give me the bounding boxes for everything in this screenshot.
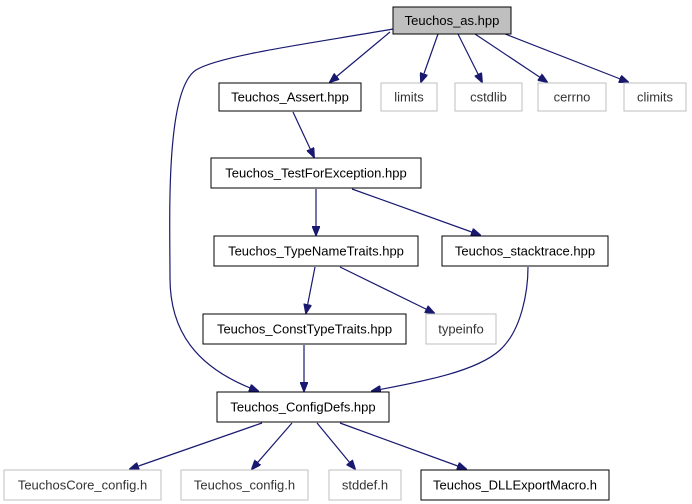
edge-assert-to-testfor bbox=[292, 111, 314, 157]
edge-configdefs-to-config bbox=[252, 422, 293, 469]
node-stddef[interactable]: stddef.h bbox=[328, 469, 402, 501]
edge-as-to-cstdlib bbox=[457, 33, 482, 82]
node-label: limits bbox=[394, 90, 424, 105]
edge-configdefs-to-coreconfig bbox=[130, 422, 263, 469]
node-label: Teuchos_DLLExportMacro.h bbox=[433, 478, 597, 493]
node-climits[interactable]: climits bbox=[623, 82, 687, 112]
edge-testfor-to-stacktrace bbox=[351, 188, 480, 235]
node-cstdlib[interactable]: cstdlib bbox=[454, 82, 523, 112]
node-label: Teuchos_config.h bbox=[194, 478, 295, 493]
edge-as-to-limits bbox=[421, 33, 439, 82]
node-box[interactable] bbox=[441, 235, 609, 267]
node-label: cerrno bbox=[554, 90, 591, 105]
node-label: Teuchos_as.hpp bbox=[405, 13, 500, 28]
node-label: Teuchos_TypeNameTraits.hpp bbox=[228, 244, 404, 259]
node-cerrno[interactable]: cerrno bbox=[537, 82, 607, 112]
edge-as-to-assert bbox=[330, 31, 391, 82]
edge-configdefs-to-dllexport bbox=[339, 422, 466, 469]
edge-configdefs-to-stddef bbox=[316, 422, 355, 469]
node-box[interactable] bbox=[380, 82, 438, 112]
node-label: cstdlib bbox=[470, 90, 507, 105]
node-box[interactable] bbox=[537, 82, 607, 112]
node-box[interactable] bbox=[216, 391, 390, 423]
node-label: stddef.h bbox=[342, 478, 388, 493]
node-box[interactable] bbox=[425, 313, 497, 345]
node-limits[interactable]: limits bbox=[380, 82, 438, 112]
node-box[interactable] bbox=[454, 82, 523, 112]
node-testfor[interactable]: Teuchos_TestForException.hpp bbox=[210, 157, 422, 189]
node-typename[interactable]: Teuchos_TypeNameTraits.hpp bbox=[213, 235, 419, 267]
node-box[interactable] bbox=[180, 469, 309, 501]
edge-stacktrace-to-configdefs bbox=[372, 266, 529, 391]
node-assert[interactable]: Teuchos_Assert.hpp bbox=[218, 82, 362, 112]
node-configdefs[interactable]: Teuchos_ConfigDefs.hpp bbox=[216, 391, 390, 423]
node-box[interactable] bbox=[213, 235, 419, 267]
node-box[interactable] bbox=[623, 82, 687, 112]
node-label: climits bbox=[637, 90, 674, 105]
node-label: Teuchos_stacktrace.hpp bbox=[455, 244, 595, 259]
edge-as-to-configdefs bbox=[169, 28, 394, 391]
node-label: Teuchos_Assert.hpp bbox=[231, 90, 349, 105]
edge-typename-to-typeinfo bbox=[339, 266, 434, 313]
node-box[interactable] bbox=[3, 469, 162, 501]
node-box[interactable] bbox=[392, 6, 512, 35]
node-label: Teuchos_TestForException.hpp bbox=[225, 166, 406, 181]
node-box[interactable] bbox=[218, 82, 362, 112]
node-box[interactable] bbox=[210, 157, 422, 189]
node-label: Teuchos_ConfigDefs.hpp bbox=[230, 400, 375, 415]
node-config[interactable]: Teuchos_config.h bbox=[180, 469, 309, 501]
node-label: typeinfo bbox=[438, 322, 484, 337]
node-dllexport[interactable]: Teuchos_DLLExportMacro.h bbox=[420, 469, 610, 501]
edges-layer bbox=[130, 28, 628, 469]
edge-typename-to-consttype bbox=[306, 266, 316, 313]
node-label: Teuchos_ConstTypeTraits.hpp bbox=[217, 322, 392, 337]
edge-as-to-cerrno bbox=[474, 33, 547, 82]
node-as[interactable]: Teuchos_as.hpp bbox=[392, 6, 512, 35]
node-box[interactable] bbox=[202, 313, 407, 345]
node-label: TeuchosCore_config.h bbox=[18, 478, 147, 493]
node-box[interactable] bbox=[328, 469, 402, 501]
node-typeinfo[interactable]: typeinfo bbox=[425, 313, 497, 345]
node-coreconfig[interactable]: TeuchosCore_config.h bbox=[3, 469, 162, 501]
node-consttype[interactable]: Teuchos_ConstTypeTraits.hpp bbox=[202, 313, 407, 345]
node-box[interactable] bbox=[420, 469, 610, 501]
node-stacktrace[interactable]: Teuchos_stacktrace.hpp bbox=[441, 235, 609, 267]
edge-as-to-climits bbox=[499, 31, 628, 82]
